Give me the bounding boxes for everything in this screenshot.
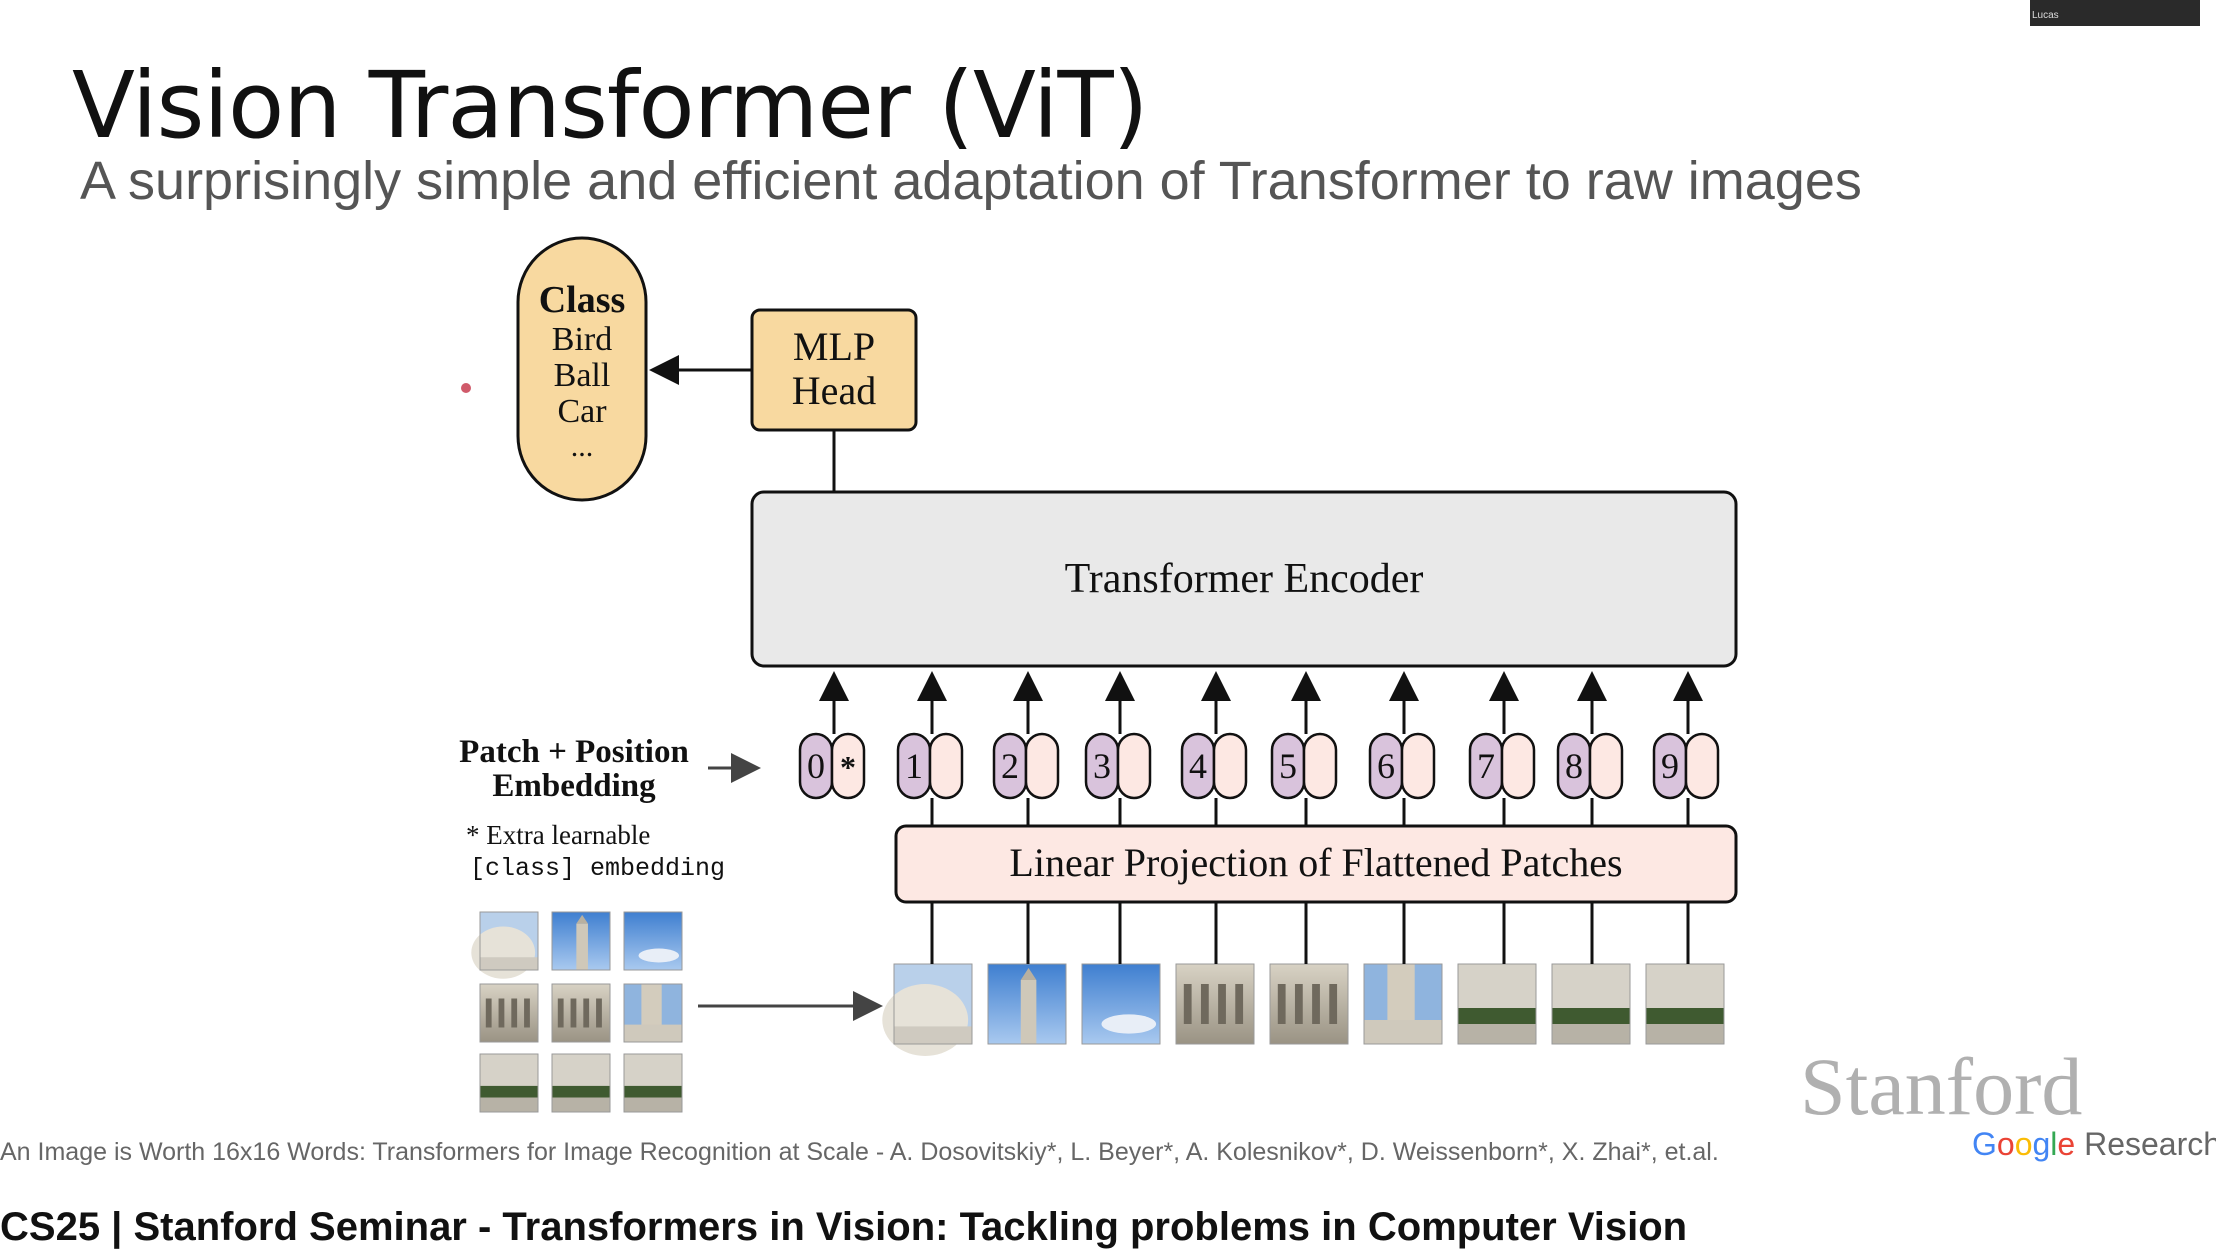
token-1: 1 xyxy=(896,671,964,826)
token-8: 8 xyxy=(1556,671,1624,826)
google-research-logo: Google Research xyxy=(1972,1126,2216,1163)
patch-embedding-pill xyxy=(1400,732,1436,800)
grid-patch-9 xyxy=(623,1053,683,1113)
grid-patch-5 xyxy=(551,983,611,1043)
source-image-patch-grid xyxy=(471,911,683,1113)
patch-embedding-pill xyxy=(1024,732,1060,800)
token-5: 5 xyxy=(1270,671,1338,826)
grid-patch-2 xyxy=(551,911,611,971)
class-title: Class xyxy=(539,279,626,321)
flat-patch-1 xyxy=(882,963,973,1056)
class-output-box: Class Bird Ball Car ... xyxy=(516,236,648,502)
token-0: 0* xyxy=(798,671,866,800)
flat-patch-8 xyxy=(1551,963,1631,1045)
position-number: 4 xyxy=(1189,746,1207,786)
mlp-head-line1: MLP xyxy=(793,324,875,369)
flat-patch-9 xyxy=(1645,963,1725,1045)
token-4: 4 xyxy=(1180,671,1248,826)
webcam-name-label: Lucas xyxy=(2032,10,2059,21)
token-6: 6 xyxy=(1368,671,1436,826)
mlp-head-box: MLP Head xyxy=(750,308,918,432)
position-number: 2 xyxy=(1001,746,1019,786)
token-2: 2 xyxy=(992,671,1060,826)
slide-subtitle: A surprisingly simple and efficient adap… xyxy=(80,151,1862,211)
position-number: 3 xyxy=(1093,746,1111,786)
position-number: 0 xyxy=(807,746,825,786)
paper-citation: An Image is Worth 16x16 Words: Transform… xyxy=(0,1138,1719,1166)
patch-embedding-pill xyxy=(1500,732,1536,800)
transformer-encoder-box: Transformer Encoder xyxy=(750,490,1738,668)
token-9: 9 xyxy=(1652,671,1720,826)
patch-embedding-pill xyxy=(1588,732,1624,800)
class-item-ellipsis: ... xyxy=(571,430,594,463)
stanford-logo: Stanford xyxy=(1800,1041,2083,1132)
mlp-head-line2: Head xyxy=(792,368,876,413)
grid-patch-1 xyxy=(471,911,539,979)
grid-patch-3 xyxy=(623,911,683,971)
extra-note-line2: [class] embedding xyxy=(470,854,725,883)
patch-embedding-pill xyxy=(1302,732,1338,800)
linear-projection-box: Linear Projection of Flattened Patches xyxy=(894,824,1738,904)
embedding-label-line1: Patch + Position xyxy=(459,734,689,770)
flat-patch-6 xyxy=(1363,963,1443,1045)
grid-patch-4 xyxy=(479,983,539,1043)
laser-pointer-dot xyxy=(461,383,471,393)
patch-embedding-pill xyxy=(928,732,964,800)
slide-title: Vision Transformer (ViT) xyxy=(72,52,1149,159)
grid-patch-7 xyxy=(479,1053,539,1113)
class-item-car: Car xyxy=(557,393,607,430)
patch-embedding-pill xyxy=(1684,732,1720,800)
flattened-patch-sequence xyxy=(882,902,1725,1056)
vit-diagram: Class Bird Ball Car ... MLP Head Transfo… xyxy=(459,236,1738,1113)
position-number: 1 xyxy=(905,746,923,786)
embedding-label-line2: Embedding xyxy=(492,768,656,804)
class-item-bird: Bird xyxy=(552,321,612,358)
class-token-marker: * xyxy=(840,749,856,785)
extra-note-line1: * Extra learnable xyxy=(466,820,650,850)
webcam-thumbnail xyxy=(2030,0,2200,26)
token-7: 7 xyxy=(1468,671,1536,826)
flat-patch-5 xyxy=(1269,963,1349,1045)
position-number: 7 xyxy=(1477,746,1495,786)
grid-patch-8 xyxy=(551,1053,611,1113)
grid-patch-6 xyxy=(623,983,683,1043)
class-item-ball: Ball xyxy=(554,357,611,394)
projection-label: Linear Projection of Flattened Patches xyxy=(1009,840,1622,885)
flat-patch-7 xyxy=(1457,963,1537,1045)
flat-patch-2 xyxy=(987,963,1067,1045)
encoder-label: Transformer Encoder xyxy=(1065,556,1424,602)
research-wordmark: Research xyxy=(2084,1126,2216,1162)
patch-embedding-pill xyxy=(1116,732,1152,800)
position-number: 8 xyxy=(1565,746,1583,786)
patch-embedding-pill xyxy=(1212,732,1248,800)
flat-patch-4 xyxy=(1175,963,1255,1045)
video-caption: CS25 | Stanford Seminar - Transformers i… xyxy=(0,1205,1688,1249)
google-wordmark: Google xyxy=(1972,1126,2076,1162)
token-3: 3 xyxy=(1084,671,1152,826)
flat-patch-3 xyxy=(1081,963,1161,1045)
position-number: 6 xyxy=(1377,746,1395,786)
position-number: 5 xyxy=(1279,746,1297,786)
position-number: 9 xyxy=(1661,746,1679,786)
patch-embedding-pill xyxy=(830,732,866,800)
